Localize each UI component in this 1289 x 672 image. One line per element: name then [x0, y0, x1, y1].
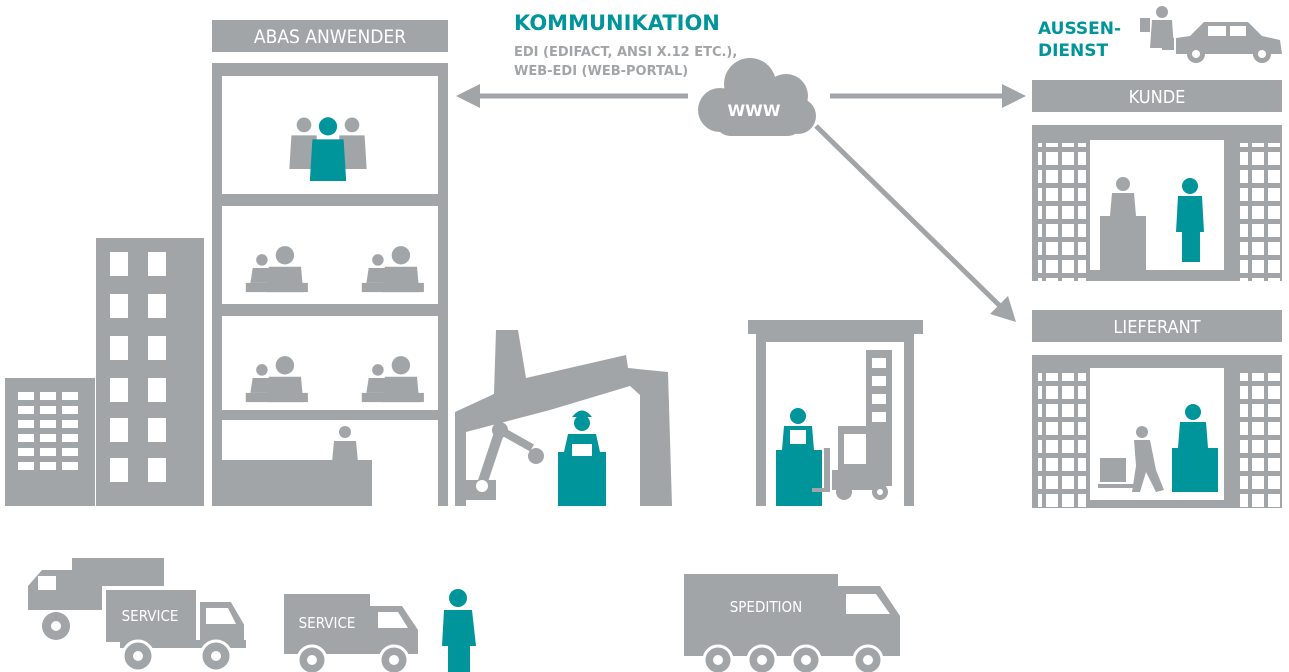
lieferant-label: LIEFERANT: [1113, 317, 1200, 338]
warehouse: [748, 320, 923, 506]
kunde-customer-icon: [1176, 178, 1204, 262]
aussendienst-block: AUSSEN- DIENST: [1038, 6, 1282, 63]
aussendienst-line1: AUSSEN-: [1038, 19, 1121, 39]
spedition-label: SPEDITION: [730, 598, 803, 616]
arrow-to-abas: [456, 84, 688, 108]
lieferant-label-box: [1032, 310, 1282, 342]
kunde-label-box: [1032, 80, 1282, 112]
abas-anwender-building: ABAS ANWENDER: [212, 20, 448, 506]
abas-anwender-label-box: [212, 20, 448, 52]
service-label-2: SERVICE: [299, 614, 356, 632]
kommunikation-block: KOMMUNIKATION EDI (EDIFACT, ANSI X.12 ET…: [514, 11, 737, 79]
service-label-1: SERVICE: [122, 607, 179, 625]
warehouse-worker-icon: [776, 408, 822, 506]
forklift-icon: [812, 426, 888, 500]
service-truck-2: SERVICE: [284, 594, 418, 672]
robot-arm-icon: [466, 422, 544, 500]
small-building: [5, 378, 95, 506]
abas-anwender-label: ABAS ANWENDER: [254, 26, 406, 48]
kunde-clerk-icon: [1100, 177, 1146, 270]
car-icon: [1176, 22, 1282, 63]
arrow-to-kunde: [830, 84, 1026, 108]
lieferant-building: LIEFERANT: [1032, 310, 1284, 516]
arrow-to-lieferant: [814, 124, 1016, 322]
delivery-person-icon: [1098, 426, 1164, 492]
kunde-building: KUNDE: [1032, 80, 1284, 289]
factory: [455, 330, 672, 506]
www-cloud: WWW: [698, 58, 816, 136]
aussendienst-line2: DIENST: [1038, 41, 1109, 61]
arrows: [456, 84, 1026, 322]
factory-worker-icon: [558, 410, 606, 506]
reception-desk-icon: [222, 426, 372, 506]
spedition-truck: SPEDITION: [684, 574, 900, 672]
kommunikation-line1: EDI (EDIFACT, ANSI X.12 ETC.),: [514, 45, 737, 60]
www-label: WWW: [728, 101, 781, 120]
medium-building: [96, 238, 204, 506]
lieferant-clerk-icon: [1172, 404, 1218, 492]
service-truck-1: SERVICE: [102, 586, 248, 672]
kunde-label: KUNDE: [1129, 87, 1186, 108]
kommunikation-line2: WEB-EDI (WEB-PORTAL): [514, 64, 688, 79]
service-technician-icon: [442, 589, 476, 672]
kommunikation-title: KOMMUNIKATION: [514, 11, 720, 35]
field-rep-icon: [1140, 6, 1174, 50]
